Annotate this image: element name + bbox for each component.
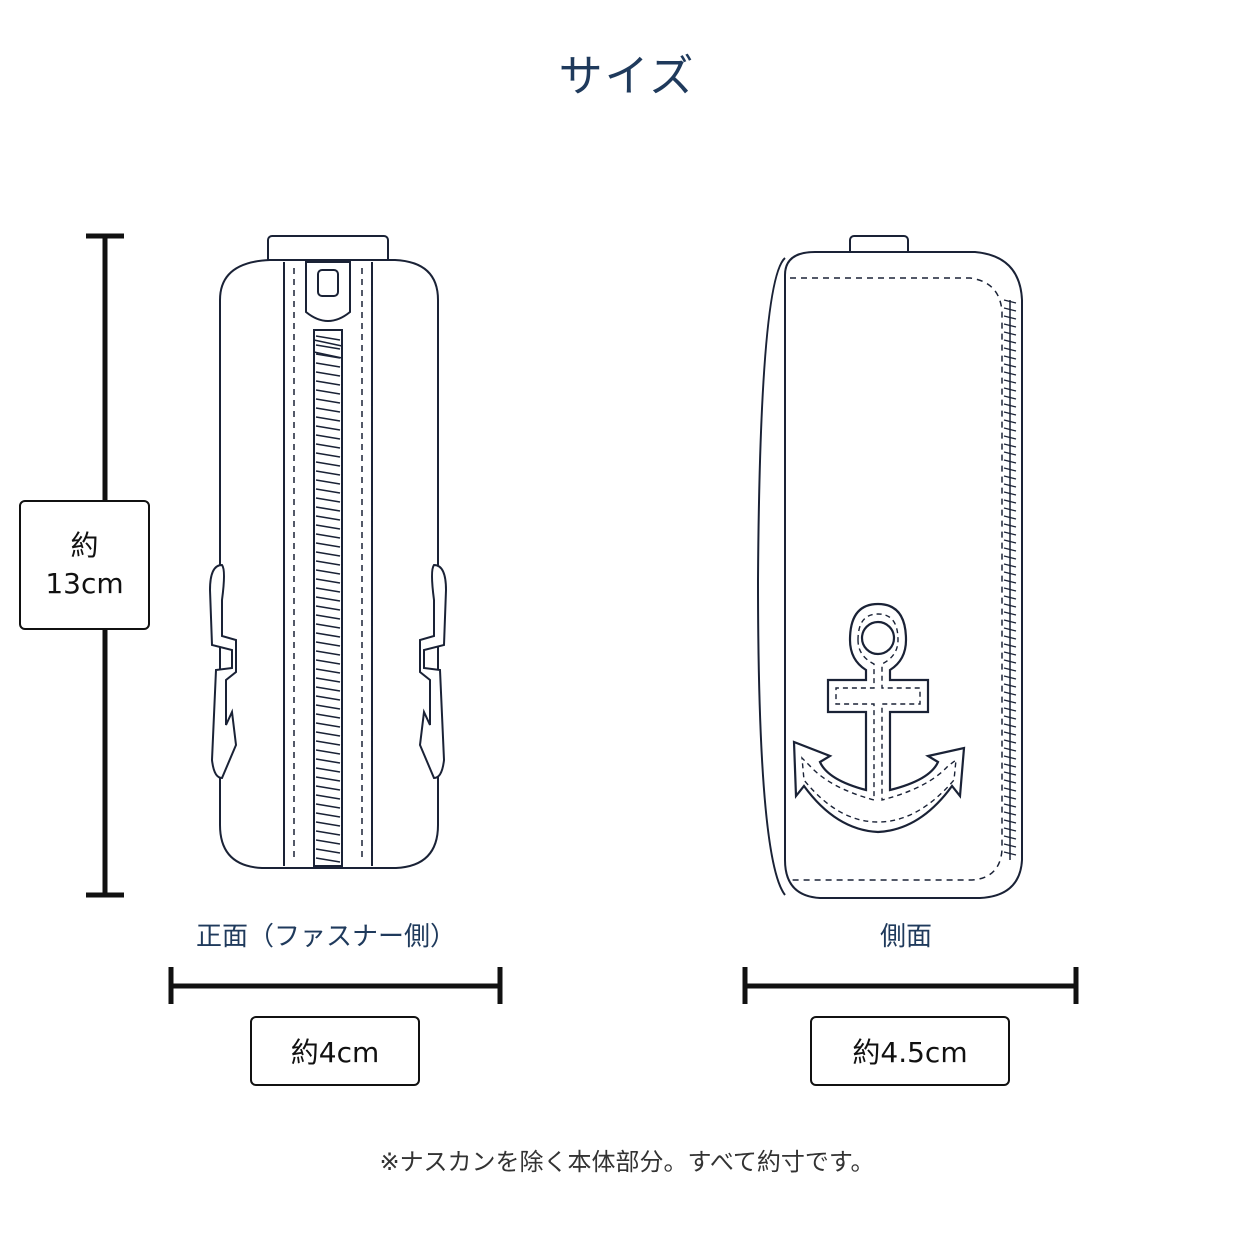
- side-width-label-box: 約4.5cm: [810, 1016, 1010, 1086]
- side-view-drawing: [756, 235, 1023, 899]
- front-width-dimension-line: [168, 967, 503, 1004]
- page-title: サイズ: [558, 51, 696, 102]
- height-label-line2: 13cm: [45, 567, 124, 600]
- front-view-drawing: [208, 235, 448, 869]
- height-label-line1: 約: [70, 529, 99, 563]
- side-view-caption: 側面: [880, 922, 933, 952]
- side-zipper-teeth: [1003, 299, 1017, 856]
- front-width-label-box: 約4cm: [250, 1016, 420, 1086]
- zipper-teeth: [315, 335, 341, 863]
- height-label-box: 約 13cm: [19, 500, 150, 630]
- anchor-patch: [792, 602, 966, 834]
- side-width-dimension-line: [742, 967, 1079, 1004]
- front-view-caption: 正面（ファスナー側）: [196, 922, 457, 952]
- footnote: ※ナスカンを除く本体部分。すべて約寸です。: [379, 1148, 875, 1176]
